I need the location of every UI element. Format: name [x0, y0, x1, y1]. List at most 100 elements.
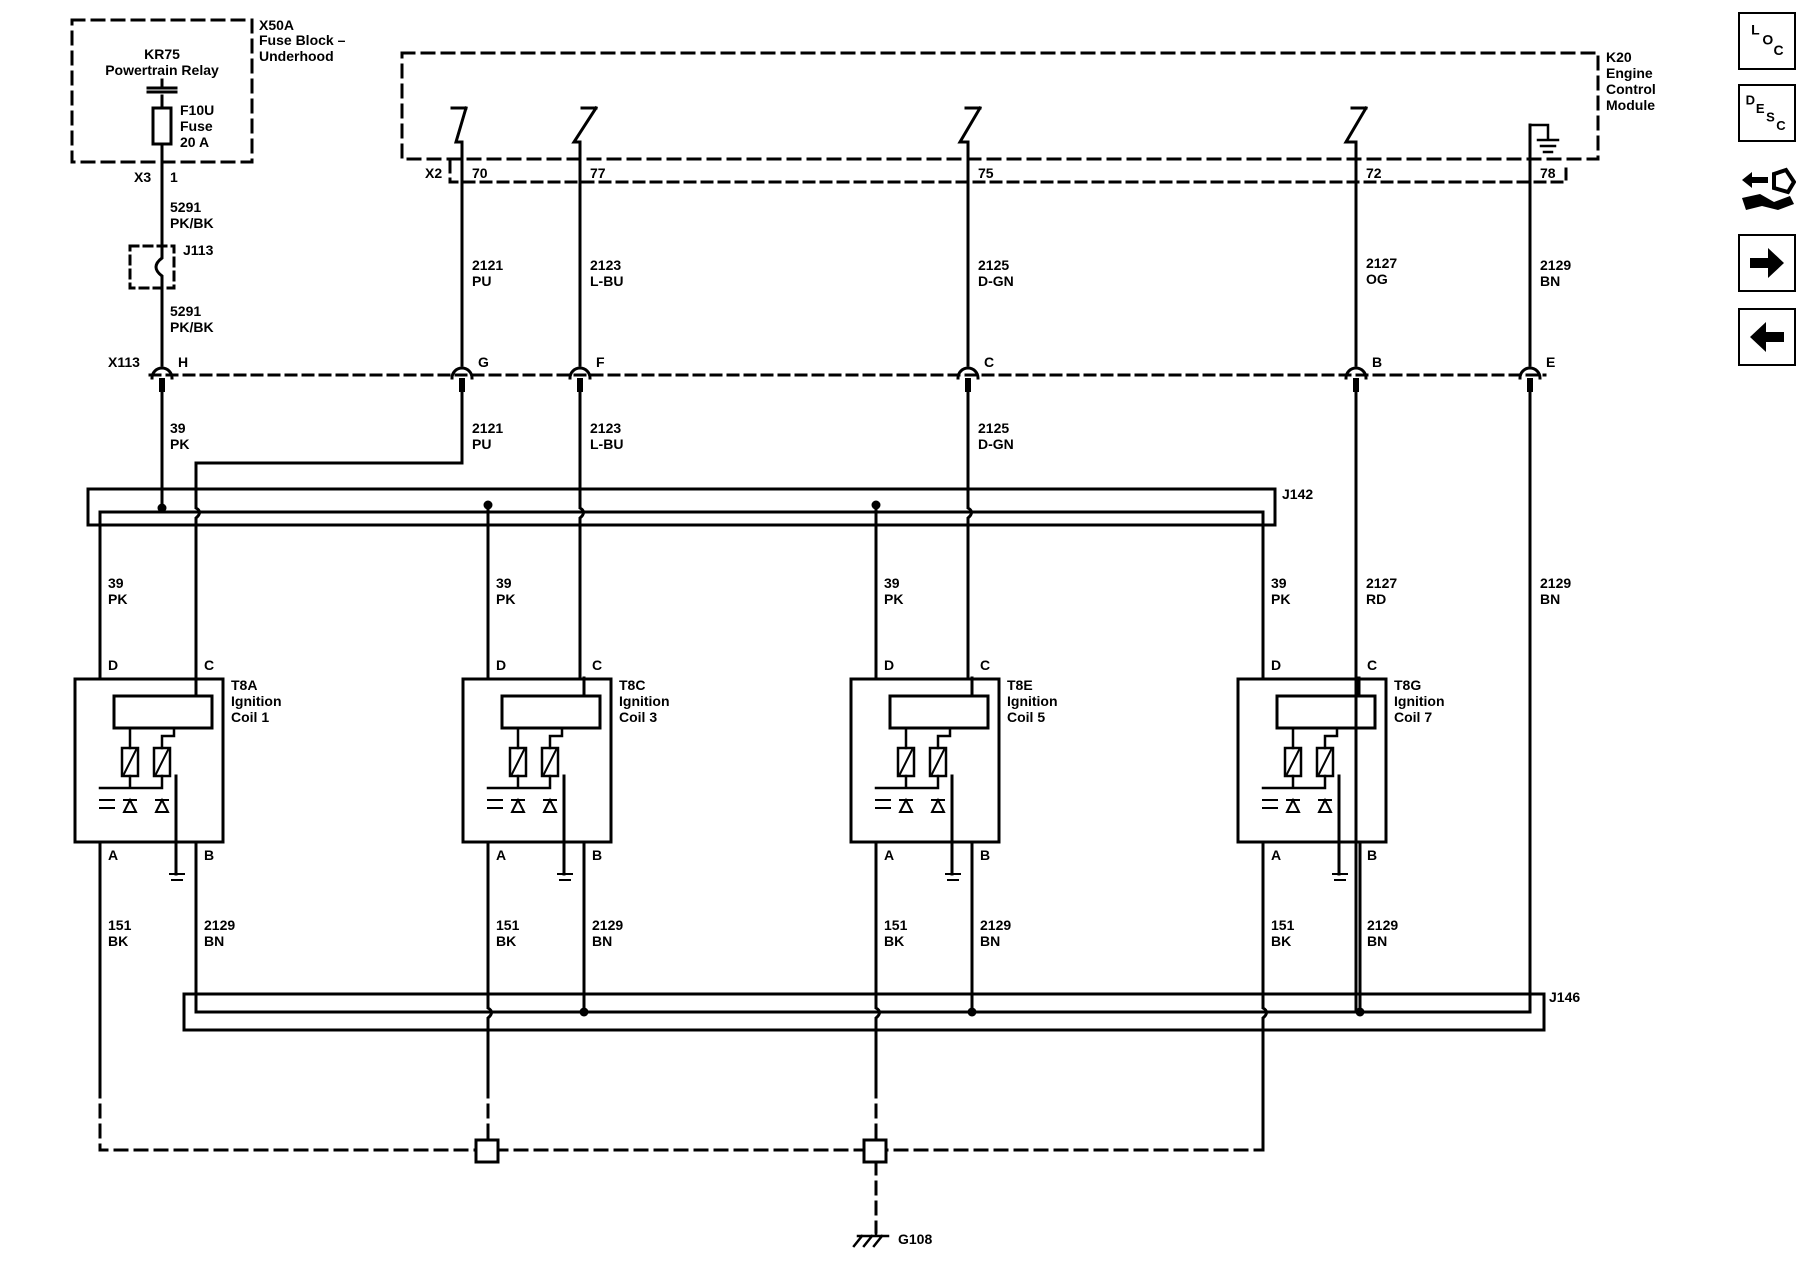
svg-text:BK: BK [108, 933, 128, 949]
wire-2121-num-mid: 2121 [472, 420, 503, 436]
ignition-coil-5 [849, 676, 1001, 881]
svg-text:151: 151 [108, 917, 132, 933]
x3-pin: 1 [170, 169, 178, 185]
wire-39-color-mid: PK [170, 436, 189, 452]
svg-text:A: A [108, 847, 118, 863]
wire-39-num-mid: 39 [170, 420, 186, 436]
svg-text:D: D [884, 657, 894, 673]
wire-2123-num-top: 2123 [590, 257, 621, 273]
svg-text:E: E [1756, 101, 1765, 116]
svg-text:B: B [980, 847, 990, 863]
wire-39-num-c1: 39 [108, 575, 124, 591]
svg-text:BK: BK [496, 933, 516, 949]
splice-dots [157, 500, 881, 513]
svg-text:B: B [592, 847, 602, 863]
fuse-name: Fuse [180, 118, 213, 134]
svg-text:BN: BN [1367, 933, 1387, 949]
connector-end-view-button[interactable] [1738, 158, 1796, 216]
ignition-coil-1 [73, 676, 225, 881]
x113-pin-g: G [478, 354, 489, 370]
wire-2127-color-top: OG [1366, 271, 1388, 287]
svg-text:C: C [204, 657, 214, 673]
ecm-pin-70: 70 [472, 165, 488, 181]
location-icon: L O C [1751, 21, 1784, 58]
svg-text:2129: 2129 [1367, 917, 1398, 933]
svg-text:BK: BK [1271, 933, 1291, 949]
svg-text:BN: BN [980, 933, 1000, 949]
arrow-right-icon [1750, 248, 1784, 278]
svg-text:B: B [1367, 847, 1377, 863]
fuse-rating: 20 A [180, 134, 209, 150]
ecm-pin-78: 78 [1540, 165, 1556, 181]
x113-pin-arcs [150, 366, 1542, 380]
arrow-left-icon [1750, 322, 1784, 352]
svg-text:D: D [496, 657, 506, 673]
svg-text:Ignition: Ignition [1007, 693, 1058, 709]
ground-g108-label: G108 [898, 1231, 932, 1247]
svg-text:D: D [108, 657, 118, 673]
ecm-pin-72: 72 [1366, 165, 1382, 181]
svg-text:C: C [980, 657, 990, 673]
svg-text:T8E: T8E [1007, 677, 1033, 693]
svg-text:Ignition: Ignition [231, 693, 282, 709]
wire-39-num-c7: 39 [1271, 575, 1287, 591]
j142-label: J142 [1282, 486, 1313, 502]
wire-2129-color-right: BN [1540, 591, 1560, 607]
svg-text:151: 151 [1271, 917, 1295, 933]
svg-text:BN: BN [592, 933, 612, 949]
ecm-name-1: Engine [1606, 65, 1653, 81]
svg-text:Coil 1: Coil 1 [231, 709, 269, 725]
wire-2121-color-top: PU [472, 273, 491, 289]
svg-text:O: O [1762, 32, 1773, 48]
svg-text:Ignition: Ignition [619, 693, 670, 709]
ecm-outline [400, 51, 1600, 161]
x113-pin-b: B [1372, 354, 1382, 370]
wire-2125-num-top: 2125 [978, 257, 1009, 273]
svg-text:Coil 3: Coil 3 [619, 709, 657, 725]
svg-text:A: A [496, 847, 506, 863]
j142-splice-pack [86, 487, 1277, 527]
wire-2125-num-mid: 2125 [978, 420, 1009, 436]
svg-text:C: C [1774, 42, 1784, 58]
wire-2129-color-top: BN [1540, 273, 1560, 289]
location-button[interactable]: L O C [1738, 12, 1796, 70]
svg-text:BN: BN [204, 933, 224, 949]
svg-text:BK: BK [884, 933, 904, 949]
fuse-id: F10U [180, 102, 214, 118]
j146-splice-pack [182, 992, 1546, 1032]
wire-2123-color-top: L-BU [590, 273, 623, 289]
relay-id: KR75 [144, 46, 180, 62]
coil-3-labels: D C T8C Ignition Coil 3 A B [496, 657, 670, 863]
ignition-coil-7 [1236, 676, 1388, 881]
wire-5291-num-bottom: 5291 [170, 303, 201, 319]
svg-text:L: L [1751, 21, 1760, 37]
coil-output-wire-labels: 151 BK 2129 BN 151 BK 2129 BN 151 BK 212… [108, 917, 1398, 949]
x113-pin-c: C [984, 354, 994, 370]
ecm-id: K20 [1606, 49, 1632, 65]
svg-text:T8A: T8A [231, 677, 257, 693]
x113-pin-h: H [178, 354, 188, 370]
ecm-pin-75: 75 [978, 165, 994, 181]
svg-text:151: 151 [884, 917, 908, 933]
wire-2127-num-bottom: 2127 [1366, 575, 1397, 591]
next-page-button[interactable] [1738, 234, 1796, 292]
coil-1-labels: D C T8A Ignition Coil 1 A B [108, 657, 282, 863]
description-button[interactable]: D E S C [1738, 84, 1796, 142]
previous-page-button[interactable] [1738, 308, 1796, 366]
wire-2127-num-top: 2127 [1366, 255, 1397, 271]
svg-text:151: 151 [496, 917, 520, 933]
svg-text:2129: 2129 [592, 917, 623, 933]
j113-splice-outline [128, 244, 176, 290]
x2-connector: X2 [425, 165, 442, 181]
svg-text:Coil 5: Coil 5 [1007, 709, 1045, 725]
description-icon: D E S C [1746, 93, 1787, 133]
svg-text:B: B [204, 847, 214, 863]
fuse-icon [151, 106, 173, 146]
wire-2123-num-mid: 2123 [590, 420, 621, 436]
svg-text:Ignition: Ignition [1394, 693, 1445, 709]
svg-text:C: C [1367, 657, 1377, 673]
wire-5291-color-bottom: PK/BK [170, 319, 214, 335]
wire-2129-num-right: 2129 [1540, 575, 1571, 591]
svg-text:2129: 2129 [204, 917, 235, 933]
